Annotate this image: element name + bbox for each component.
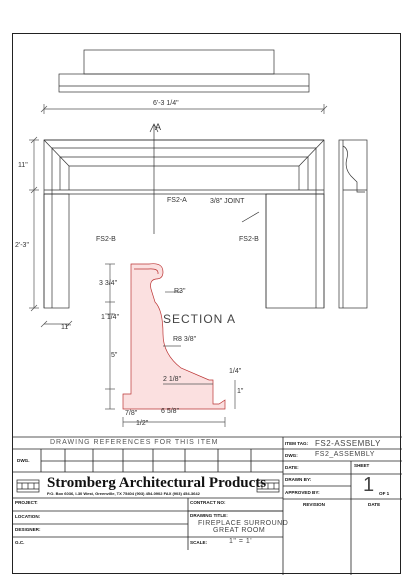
leg-width-dimension xyxy=(40,320,73,328)
project-label: PROJECT: xyxy=(15,500,38,505)
sheet-of: OF 1 xyxy=(379,491,390,496)
dim-profile-top: 3 3/4" xyxy=(99,280,118,287)
dim-base-height: 1" xyxy=(237,388,244,395)
side-elevation xyxy=(338,139,368,309)
revision-label: REVISION xyxy=(303,502,325,507)
dwg-label: DWG. xyxy=(17,458,30,463)
dim-leg-width: 11" xyxy=(61,324,71,331)
date-label: DATE: xyxy=(285,465,299,470)
drawing-title-line1: FIREPLACE SURROUND xyxy=(198,520,289,527)
section-cut-line xyxy=(149,123,159,234)
dim-profile-mid: 5" xyxy=(111,352,118,359)
dim-radius-r3: R3" xyxy=(174,288,186,295)
section-dimensions xyxy=(105,263,236,427)
front-elevation xyxy=(43,139,325,309)
dim-small-b: 7/8" xyxy=(125,410,138,417)
gc-label: G.C. xyxy=(15,540,25,545)
dim-small-a: 1/4" xyxy=(229,368,242,375)
drawing-canvas xyxy=(13,49,402,575)
designer-label: DESIGNER: xyxy=(15,527,41,532)
drawing-title-line2: GREAT ROOM xyxy=(213,527,266,534)
rev-date-label: DATE xyxy=(368,502,381,507)
approved-by-label: APPROVED BY: xyxy=(285,490,320,495)
label-fs2-a: FS2-A xyxy=(167,197,187,204)
company-logo-right xyxy=(256,479,280,493)
drawing-title-label: DRAWING TITLE: xyxy=(190,513,228,518)
dim-radius-r8: R8 3/8" xyxy=(173,336,197,343)
scale-value: 1" = 1' xyxy=(229,538,253,545)
dim-bottom-half: 1/2" xyxy=(136,420,149,427)
sheet-label: SHEET xyxy=(354,463,370,468)
references-header: DRAWING REFERENCES FOR THIS ITEM xyxy=(50,439,219,446)
drawing-sheet: A 6'-3 1/4" FS2-A 3/8" JOINT FS2-B FS2-B… xyxy=(12,33,402,575)
dim-base-width-a: 2 1/8" xyxy=(163,376,182,383)
contract-label: CONTRACT NO: xyxy=(190,500,226,505)
label-fs2-b-right: FS2-B xyxy=(239,236,259,243)
dim-height-total: 2'-3" xyxy=(15,242,29,249)
company-logo-left xyxy=(16,479,40,493)
company-name: Stromberg Architectural Products xyxy=(47,475,267,491)
location-label: LOCATION: xyxy=(15,514,41,519)
label-joint: 3/8" JOINT xyxy=(210,198,245,205)
company-address: P.O. Box 6036, I-30 West, Greenville, TX… xyxy=(47,491,200,496)
left-height-dimensions xyxy=(29,136,39,312)
scale-label: SCALE: xyxy=(190,540,208,545)
dim-profile-step: 1 1/4" xyxy=(101,314,120,321)
label-fs2-b-left: FS2-B xyxy=(96,236,116,243)
section-a-profile xyxy=(122,263,226,410)
overall-width-dimension xyxy=(40,104,328,114)
dim-base-width-total: 6 5/8" xyxy=(161,408,180,415)
dwg2-label: DWG: xyxy=(285,453,298,458)
item-tag-label: ITEM TAG: xyxy=(285,441,309,446)
overall-width-label: 6'-3 1/4" xyxy=(153,100,179,107)
drawn-by-label: DRAWN BY: xyxy=(285,477,312,482)
mantel-top-elevation xyxy=(58,49,310,93)
sheet-number: 1 xyxy=(363,474,375,496)
dwg2-value: FS2_ASSEMBLY xyxy=(315,451,375,458)
title-block-grid xyxy=(13,436,402,575)
dim-height-top: 11" xyxy=(18,162,28,169)
item-tag-value: FS2-ASSEMBLY xyxy=(315,439,381,448)
section-marker: A xyxy=(155,122,162,132)
section-title: SECTION A xyxy=(163,312,237,326)
